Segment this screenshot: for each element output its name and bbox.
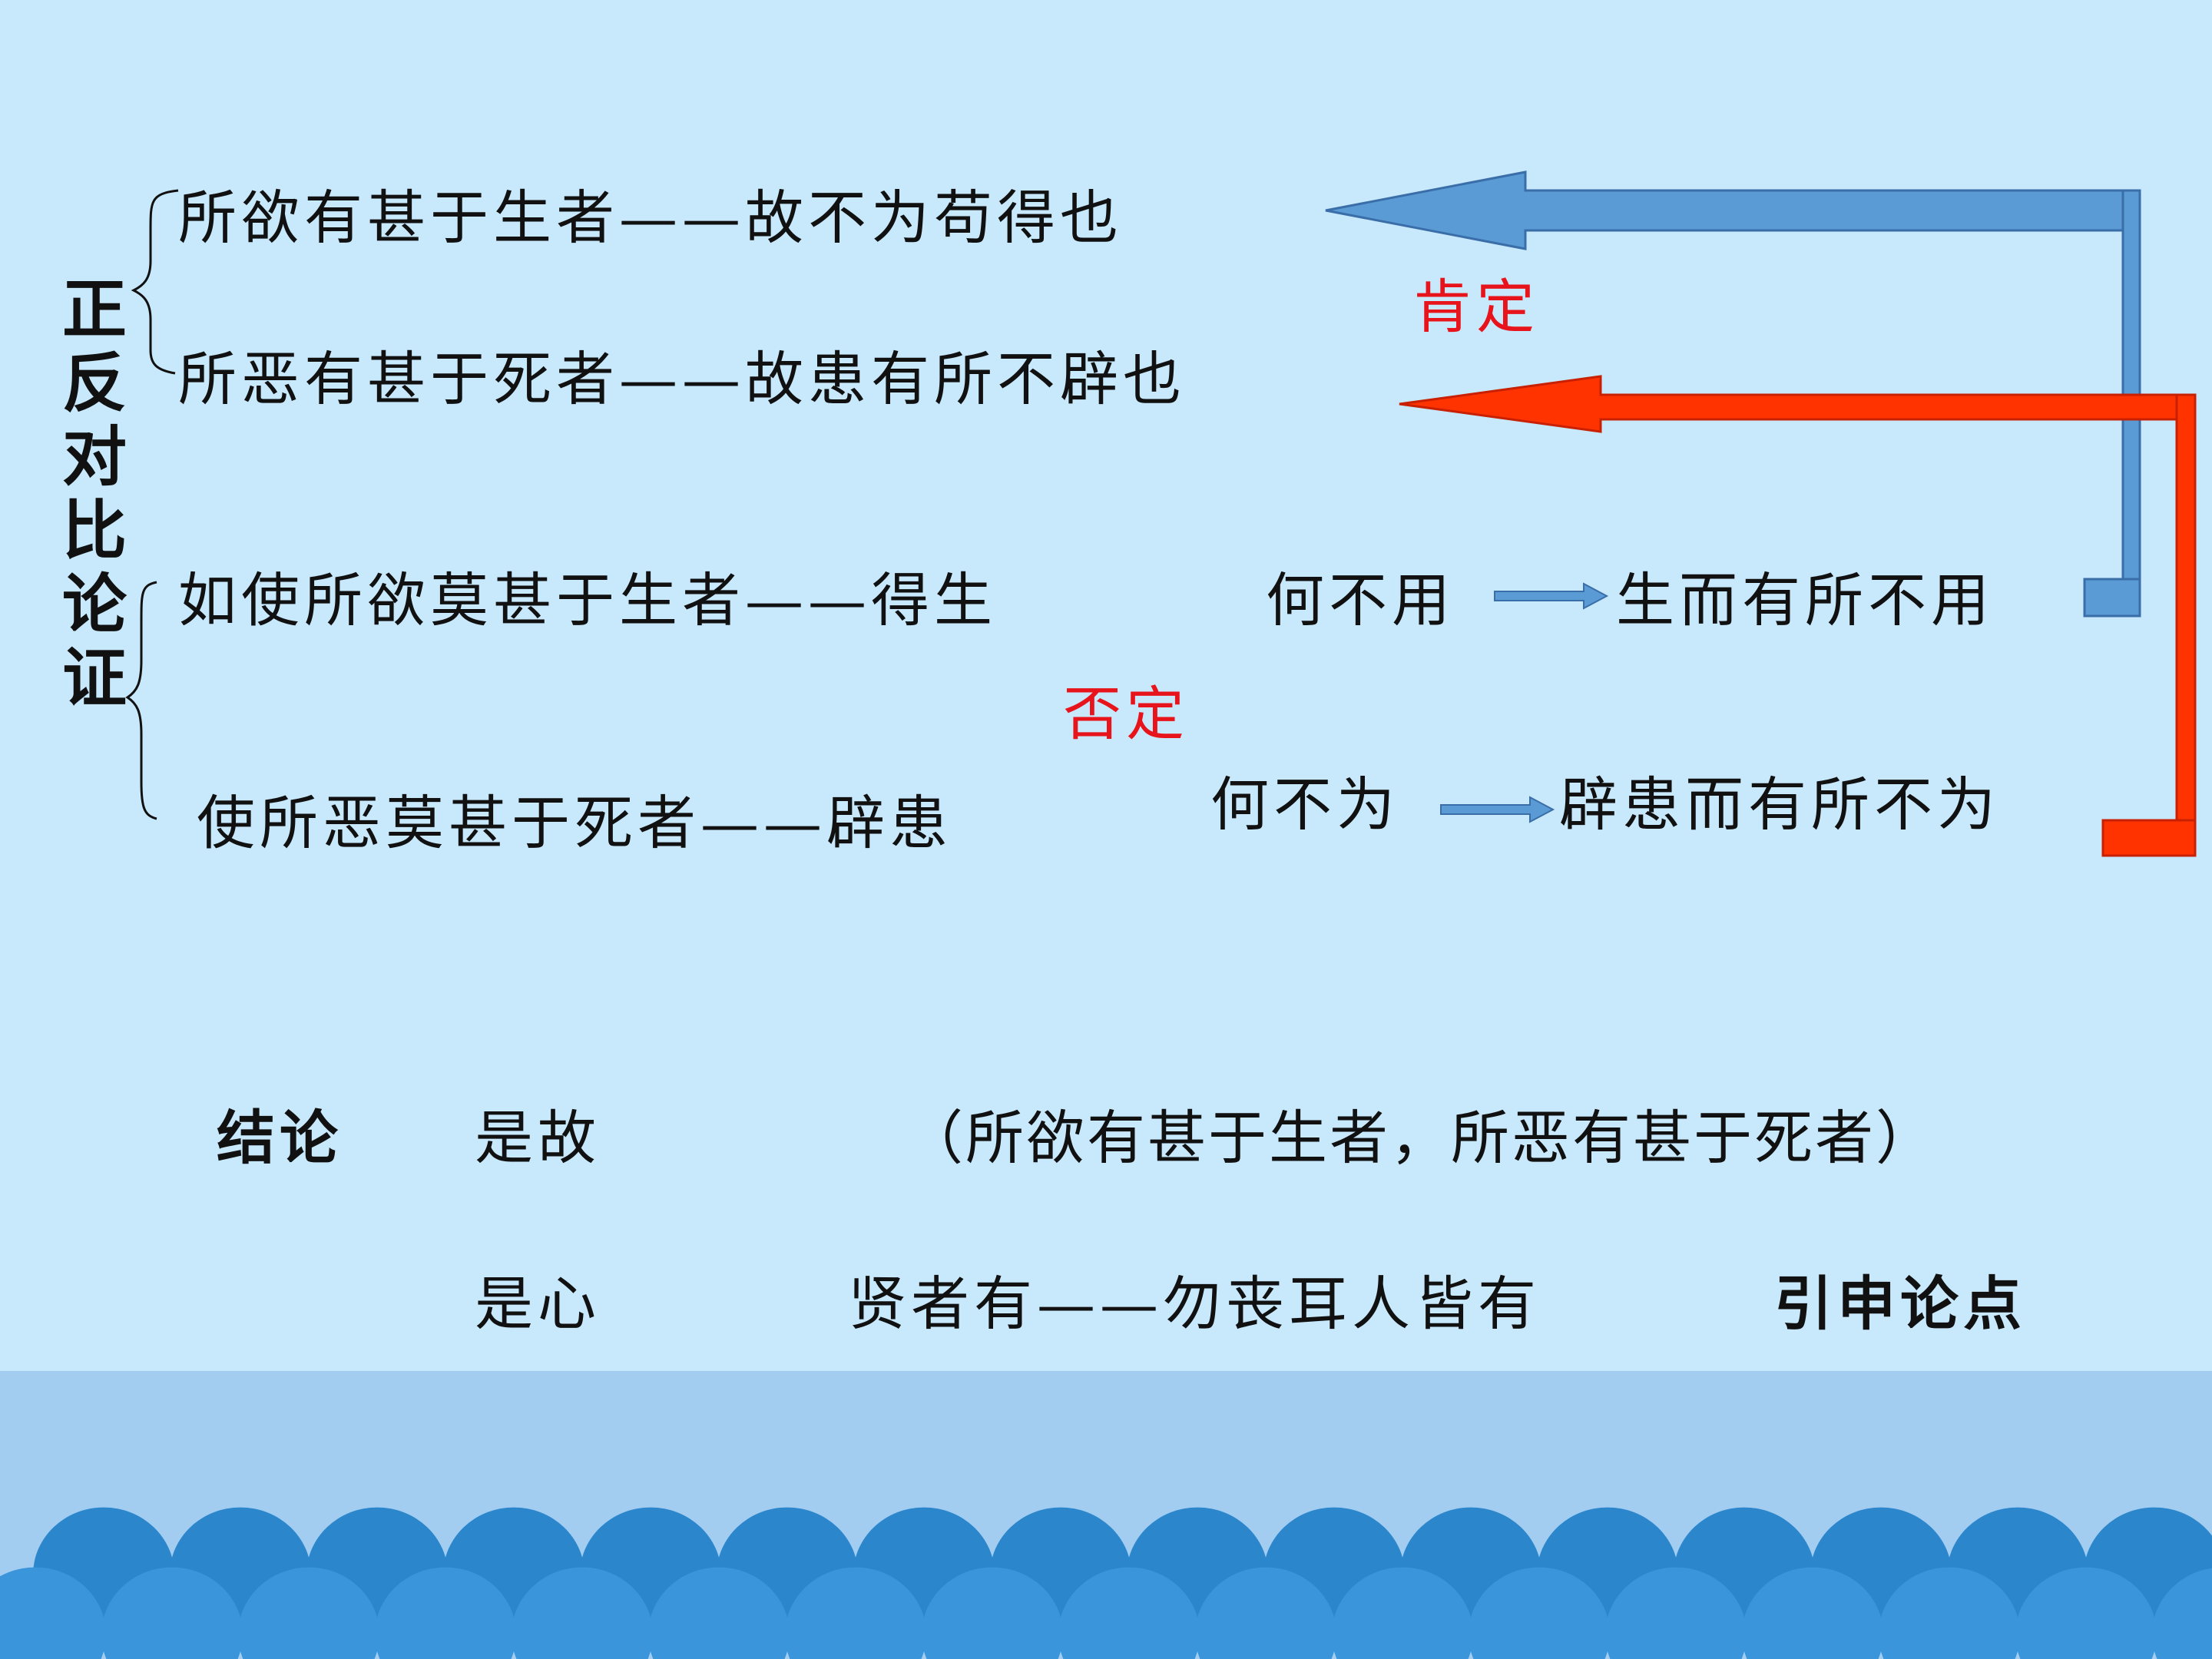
label-negate: 否定 bbox=[1063, 680, 1189, 748]
negative-line-2: 使所恶莫甚于死者——辟患 bbox=[197, 789, 952, 857]
conclusion-line1-b: （所欲有甚于生者，所恶有甚于死者） bbox=[905, 1104, 1936, 1172]
conclusion-line2-a: 是心 bbox=[475, 1270, 601, 1338]
brace-top bbox=[131, 189, 179, 375]
wave-scallop bbox=[1742, 1567, 1883, 1659]
vertical-title: 正反对比论证 bbox=[61, 271, 127, 716]
label-affirm: 肯定 bbox=[1413, 273, 1539, 341]
negative-line-2-result: 辟患而有所不为 bbox=[1559, 770, 2000, 839]
wave-scallop bbox=[1469, 1567, 1610, 1659]
small-arrow-1 bbox=[1494, 582, 1609, 610]
wave-scallops-front bbox=[0, 1567, 2212, 1659]
negative-line-1-result: 生而有所不用 bbox=[1616, 566, 1994, 634]
wave-scallop bbox=[0, 1567, 106, 1659]
wave-scallop bbox=[2152, 1568, 2212, 1659]
wave-scallop bbox=[101, 1567, 243, 1659]
wave-scallop bbox=[1332, 1567, 1473, 1659]
positive-line-1: 所欲有甚于生者——故不为苟得也 bbox=[178, 184, 1123, 252]
wave-scallop bbox=[1605, 1567, 1747, 1659]
wave-scallop bbox=[512, 1567, 653, 1659]
wave-scallop bbox=[1879, 1567, 2020, 1659]
wave-scallop bbox=[2015, 1567, 2157, 1659]
brace-bottom bbox=[125, 581, 157, 820]
wave-scallop bbox=[375, 1567, 516, 1659]
wave-scallop bbox=[238, 1567, 379, 1659]
small-arrow-2 bbox=[1440, 796, 1555, 823]
wave-scallop bbox=[785, 1567, 926, 1659]
conclusion-line2-b: 贤者有——勿丧耳人皆有 bbox=[848, 1270, 1541, 1338]
conclusion-line1-a: 是故 bbox=[475, 1104, 601, 1172]
red-foot bbox=[2101, 819, 2197, 857]
blue-big-arrow bbox=[1325, 171, 2135, 250]
negative-line-2-question: 何不为 bbox=[1210, 770, 1399, 839]
wave-scallop bbox=[1058, 1567, 1200, 1659]
positive-line-2: 所恶有甚于死者——故患有所不辟也 bbox=[178, 345, 1186, 413]
conclusion-line2-c: 引申论点 bbox=[1774, 1270, 2026, 1338]
red-vertical-bar bbox=[2175, 393, 2197, 857]
red-big-arrow bbox=[1399, 375, 2197, 433]
negative-line-1-question: 何不用 bbox=[1266, 566, 1455, 634]
conclusion-heading: 结论 bbox=[217, 1104, 343, 1172]
wave-scallop bbox=[648, 1567, 790, 1659]
wave-scallop bbox=[922, 1567, 1063, 1659]
blue-foot bbox=[2083, 578, 2141, 618]
wave-scallop bbox=[1195, 1567, 1336, 1659]
negative-line-1: 如使所欲莫甚于生者——得生 bbox=[178, 566, 997, 634]
